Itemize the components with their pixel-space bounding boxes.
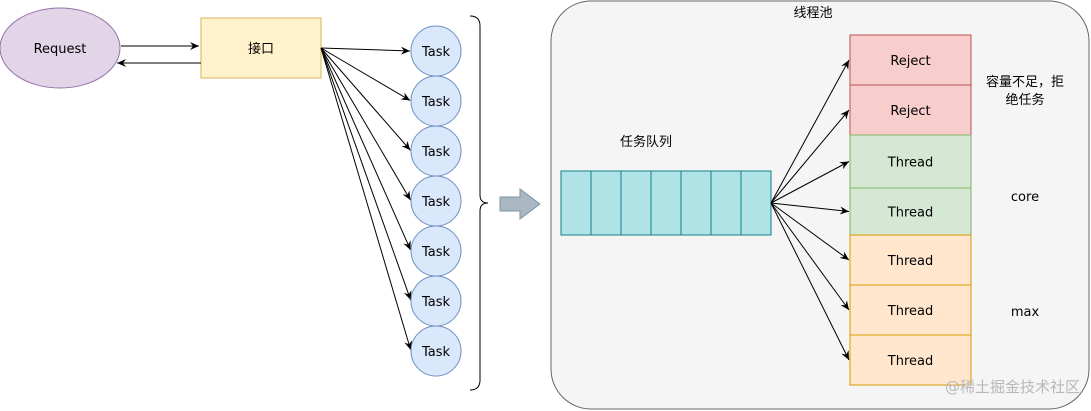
interface-to-task-arrow [320,47,411,201]
queue-title: 任务队列 [620,134,672,150]
queue-to-thread-arrow [770,202,850,361]
interface-to-task-arrow [320,46,411,55]
interface-node [200,17,322,79]
thread-slot-max [849,284,972,336]
thread-slot-core [849,134,972,189]
thread-label: Thread [887,354,933,369]
queue-to-thread-arrow [770,202,850,311]
reject-note-line2: 绝任务 [1005,92,1044,108]
flow-arrow [499,188,541,220]
task-label: Task [421,45,451,60]
reject-note-line1: 容量不足，拒 [986,74,1064,90]
thread-slot-core [849,187,972,236]
interface-label: 接口 [248,41,274,57]
reject-label: Reject [890,104,930,119]
task-label: Task [421,195,451,210]
task-node [410,325,462,377]
thread-slot-max [849,234,972,286]
task-queue [560,170,772,236]
reject-label: Reject [890,54,930,69]
queue-to-thread-arrow [770,161,850,204]
reject-slot [849,84,972,136]
queue-to-thread-arrow [770,109,850,204]
thread-label: Thread [887,254,933,269]
thread-slot-max [849,334,972,386]
request-label: Request [34,42,87,57]
interface-to-task-arrow [320,47,411,101]
thread-pool-title: 线程池 [793,6,832,21]
max-note: max [1011,305,1040,320]
task-label: Task [421,295,451,310]
queue-to-thread-arrow [770,202,850,215]
interface-to-task-arrow [320,47,412,251]
interface-to-task-arrow [320,47,412,301]
queue-to-thread-arrow [770,202,850,261]
request-node [0,7,121,89]
interface-to-task-arrow [320,47,412,351]
task-label: Task [421,95,451,110]
thread-label: Thread [887,304,933,319]
thread-label: Thread [887,156,933,171]
thread-label: Thread [887,206,933,221]
watermark: @稀土掘金技术社区 [945,378,1080,396]
task-label: Task [421,345,451,360]
task-group-brace [469,15,489,391]
reject-slot [849,34,972,86]
core-note: core [1011,190,1039,205]
task-label: Task [421,245,451,260]
interface-to-task-arrow [320,47,411,151]
task-label: Task [421,145,451,160]
queue-to-thread-arrow [770,59,850,204]
